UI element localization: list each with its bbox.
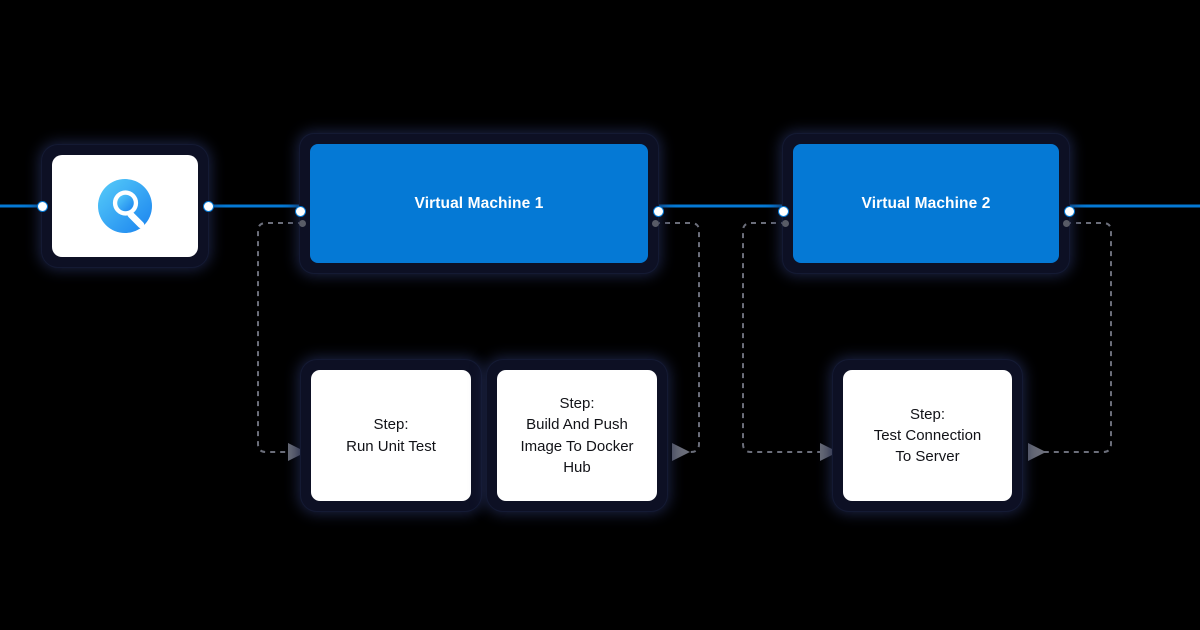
- edge-vm1-left-to-step1: [257, 222, 306, 461]
- vm1-handle-left[interactable]: [294, 206, 306, 217]
- step-prefix: Step:: [909, 405, 945, 423]
- stage-node-body: Virtual Machine 1: [310, 144, 648, 263]
- vm2-step-anchor-right[interactable]: [1063, 220, 1070, 227]
- trigger-handle-right[interactable]: [202, 200, 214, 212]
- stage-label: Virtual Machine 1: [414, 194, 544, 212]
- vm1-step-anchor-right[interactable]: [652, 220, 659, 227]
- step-title-line: Hub: [563, 458, 591, 476]
- trigger-node-body: [52, 155, 198, 257]
- vm2-handle-right[interactable]: [1063, 206, 1075, 217]
- stage-node-virtual-machine-1[interactable]: Virtual Machine 1: [294, 134, 664, 273]
- step-title-line: Build And Push: [526, 416, 628, 434]
- step-prefix: Step:: [373, 416, 409, 434]
- step-node-run-unit-test[interactable]: Step: Run Unit Test: [301, 360, 481, 511]
- step-text: Step: Test Connection To Server: [874, 404, 982, 468]
- step-node-build-and-push-image-to-docker-hub[interactable]: Step: Build And Push Image To Docker Hub: [487, 360, 667, 511]
- trigger-handle-left[interactable]: [36, 200, 48, 212]
- step-title-line: Image To Docker: [520, 437, 634, 455]
- vm2-step-anchor-left[interactable]: [782, 220, 789, 227]
- stage-label: Virtual Machine 2: [861, 194, 991, 212]
- step-prefix: Step:: [559, 394, 595, 412]
- step-title-line: To Server: [895, 448, 960, 466]
- stage-node-body: Virtual Machine 2: [793, 144, 1059, 263]
- step-node-test-connection-to-server[interactable]: Step: Test Connection To Server: [833, 360, 1022, 511]
- vm2-handle-left[interactable]: [777, 206, 789, 217]
- step-text: Step: Run Unit Test: [346, 414, 436, 457]
- stage-node-virtual-machine-2[interactable]: Virtual Machine 2: [777, 134, 1075, 273]
- harness-magnifier-logo-icon: [93, 174, 157, 238]
- step-node-body: Step: Run Unit Test: [311, 370, 471, 501]
- step-title-line: Test Connection: [873, 426, 982, 444]
- step-node-body: Step: Build And Push Image To Docker Hub: [497, 370, 657, 501]
- vm1-handle-right[interactable]: [652, 206, 664, 217]
- step-node-body: Step: Test Connection To Server: [843, 370, 1012, 501]
- step-text: Step: Build And Push Image To Docker Hub: [520, 393, 633, 478]
- vm1-step-anchor-left[interactable]: [299, 220, 306, 227]
- pipeline-trigger-node[interactable]: [36, 145, 214, 267]
- step-title-line: Run Unit Test: [346, 437, 436, 455]
